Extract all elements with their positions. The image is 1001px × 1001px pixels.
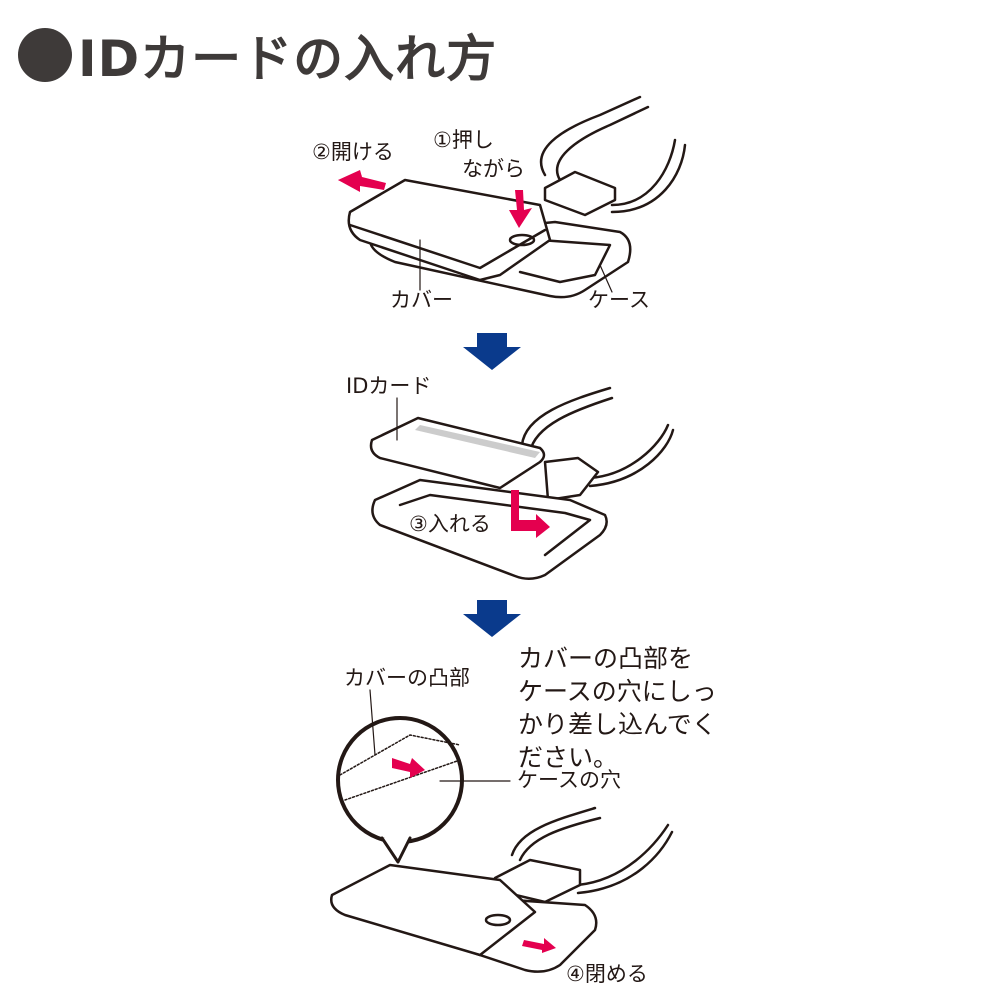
title-text: IDカードの入れ方 (78, 30, 498, 88)
page-title: IDカードの入れ方 (18, 20, 497, 90)
cover-body (347, 178, 552, 282)
label-press-2: ながら (462, 157, 525, 181)
lanyard-strap (520, 386, 612, 447)
lanyard-strap (510, 806, 597, 857)
label-case-hole: ケースの穴 (517, 768, 621, 792)
case-inner (518, 238, 612, 284)
lanyard-strap (610, 138, 677, 207)
lanyard-strap (576, 830, 674, 895)
label-open: ②開ける (312, 140, 394, 164)
cover-edge (348, 223, 547, 270)
lanyard-strap (518, 816, 602, 862)
insert-arrow-icon (511, 490, 550, 538)
press-arrow-icon (509, 190, 532, 228)
lanyard-strap (539, 95, 642, 177)
instruction-note: カバーの凸部を ケースの穴にしっ かり差し込んでく ださい。 (518, 644, 717, 772)
open-arrow-icon (338, 170, 386, 192)
cover-grip (508, 233, 536, 247)
panel-2-illustration (369, 386, 675, 580)
down-arrow-icon (463, 333, 521, 370)
slide-arrow-icon (392, 758, 425, 778)
cover-grip (484, 913, 512, 927)
lanyard-strap (528, 396, 614, 454)
down-arrow-icon (463, 600, 521, 637)
lanyard-strap (576, 823, 670, 887)
panel-3-illustration (330, 689, 674, 973)
case-inner (398, 493, 592, 557)
bullet-dot-icon (18, 28, 72, 82)
lanyard-strap (555, 105, 650, 182)
lanyard-clip (543, 170, 617, 217)
label-press: ①押し (433, 128, 494, 152)
leader-line (599, 264, 613, 293)
panel-1-illustration (347, 95, 687, 299)
label-cover: カバー (390, 288, 453, 312)
magnifier-pointer (380, 836, 412, 864)
detail-magnifier (336, 716, 464, 844)
label-close: ④閉める (566, 962, 648, 986)
id-card (369, 416, 546, 490)
id-card-stripe (415, 425, 540, 458)
cover-body (330, 863, 537, 957)
label-insert: ③入れる (409, 512, 491, 536)
leader-line (369, 689, 376, 756)
close-arrow-icon (522, 938, 556, 953)
label-cover-tab: カバーの凸部 (344, 666, 470, 690)
lanyard-strap (588, 423, 670, 480)
label-case: ケース (588, 288, 650, 312)
lanyard-strap (588, 428, 675, 488)
lanyard-clip (543, 456, 600, 502)
label-id-card: IDカード (346, 374, 432, 398)
lanyard-strap (610, 143, 687, 214)
